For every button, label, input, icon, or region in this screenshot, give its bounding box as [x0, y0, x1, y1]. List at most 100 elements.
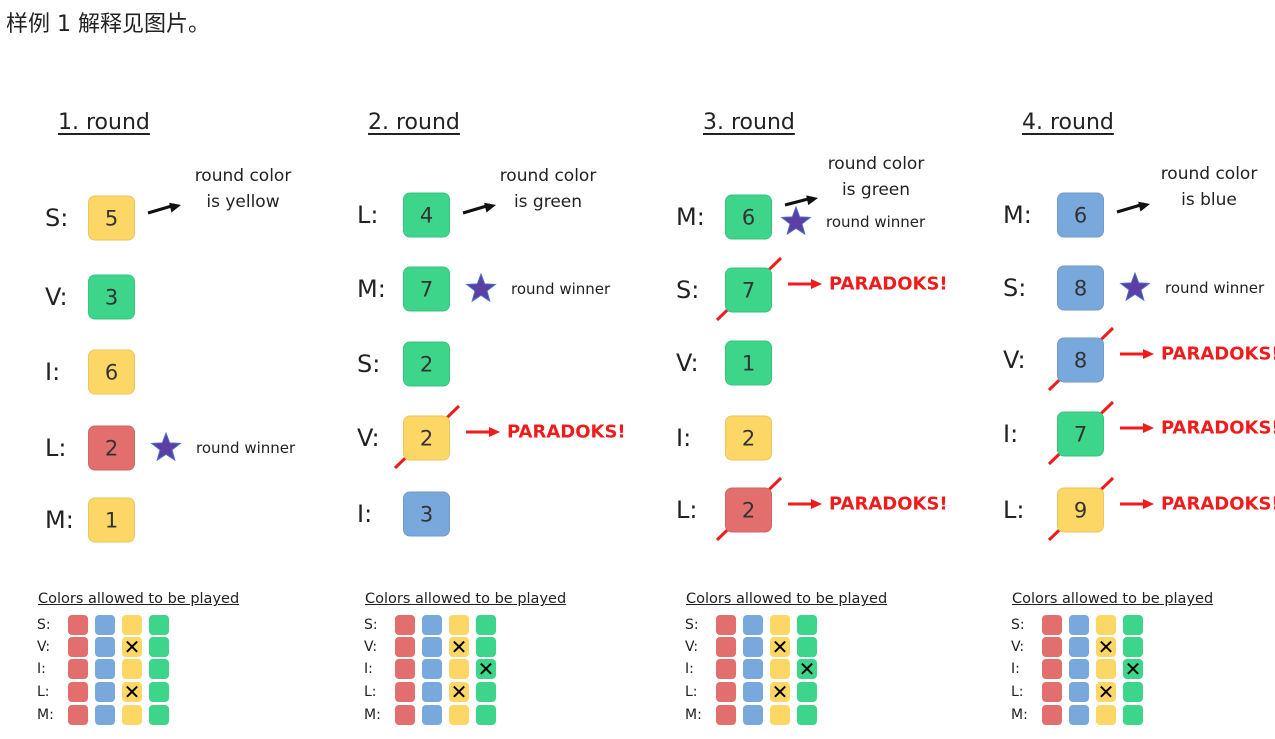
winner-label: round winner — [511, 280, 611, 298]
star-icon — [1119, 271, 1151, 302]
grid-row-label: M: — [685, 707, 702, 723]
card-blue: 8 — [1057, 265, 1104, 311]
player-label: M: — [45, 506, 74, 534]
grid-square-blue — [743, 615, 763, 635]
grid-square-blue — [95, 637, 115, 657]
grid-square-red — [68, 659, 88, 679]
paradox-arrow-head — [811, 499, 822, 509]
card-red: 2 — [725, 487, 772, 533]
grid-square-blue — [743, 705, 763, 725]
paradox-label: PARADOKS! — [1161, 493, 1275, 515]
grid-square-red — [68, 637, 88, 657]
round-color-line: round color — [194, 166, 292, 186]
grid-square-yellow — [1096, 659, 1116, 679]
card-yellow: 2 — [403, 415, 450, 461]
player-label: V: — [1003, 346, 1026, 374]
grid-square-yellow — [449, 659, 469, 679]
player-label: S: — [1003, 274, 1027, 302]
round-color-arrow — [784, 196, 813, 207]
player-label: S: — [357, 350, 381, 378]
grid-square-blue — [422, 682, 442, 702]
grid-square-blue — [743, 682, 763, 702]
card-green: 1 — [725, 340, 772, 386]
grid-square-green: ✕ — [1123, 657, 1143, 681]
grid-square-blue — [422, 659, 442, 679]
card-blue: 6 — [1057, 192, 1104, 238]
grid-square-blue — [1069, 615, 1089, 635]
grid-row-label: S: — [37, 617, 51, 633]
winner-label: round winner — [1165, 279, 1265, 297]
grid-row-label: L: — [37, 684, 50, 700]
round-color-arrow-head — [1138, 201, 1150, 212]
grid-title: Colors allowed to be played — [365, 591, 567, 607]
grid-row-label: S: — [364, 617, 378, 633]
star-icon — [780, 205, 812, 236]
grid-row-label: I: — [37, 661, 46, 677]
player-label: V: — [676, 349, 699, 377]
card-green: 4 — [403, 192, 450, 238]
player-label: M: — [1003, 201, 1032, 229]
paradox-arrow-head — [489, 427, 500, 437]
grid-square-yellow — [1096, 615, 1116, 635]
card-green: 7 — [1057, 411, 1104, 457]
grid-square-green — [797, 637, 817, 657]
card-yellow: 5 — [88, 195, 135, 241]
round-title: 1. round — [58, 110, 150, 135]
grid-square-yellow — [122, 705, 142, 725]
grid-square-green — [797, 682, 817, 702]
grid-square-green — [476, 615, 496, 635]
paradox-label: PARADOKS! — [1161, 417, 1275, 439]
grid-square-blue — [95, 615, 115, 635]
player-label: L: — [676, 496, 698, 524]
grid-square-blue — [95, 659, 115, 679]
grid-square-blue — [95, 682, 115, 702]
round-color-line: is green — [841, 180, 911, 200]
winner-label: round winner — [196, 439, 296, 457]
grid-square-green — [149, 615, 169, 635]
grid-square-green — [1123, 682, 1143, 702]
player-label: M: — [676, 203, 705, 231]
grid-square-red — [395, 705, 415, 725]
player-label: I: — [45, 358, 61, 386]
player-label: M: — [357, 275, 386, 303]
round-title: 4. round — [1022, 110, 1114, 135]
card-blue: 3 — [403, 491, 450, 537]
grid-square-blue — [743, 637, 763, 657]
grid-square-yellow: ✕ — [122, 680, 142, 704]
grid-square-green — [149, 659, 169, 679]
card-yellow: 9 — [1057, 487, 1104, 533]
round-color-line: round color — [1160, 164, 1258, 184]
round-color-line: is blue — [1181, 190, 1237, 210]
player-label: V: — [45, 283, 68, 311]
player-label: L: — [45, 434, 67, 462]
paradox-label: PARADOKS! — [829, 493, 948, 515]
round-color-arrow — [1116, 202, 1145, 214]
heading: 样例 1 解释见图片。 — [6, 12, 210, 37]
grid-row-label: V: — [364, 639, 378, 655]
grid-square-yellow: ✕ — [122, 635, 142, 659]
grid-square-yellow — [449, 615, 469, 635]
grid-title: Colors allowed to be played — [1012, 591, 1214, 607]
round-color-arrow-head — [484, 202, 496, 213]
grid-square-yellow — [770, 615, 790, 635]
grid-square-red — [716, 705, 736, 725]
grid-square-red — [716, 682, 736, 702]
grid-title: Colors allowed to be played — [686, 591, 888, 607]
card-green: 6 — [725, 194, 772, 240]
grid-row-label: M: — [1011, 707, 1028, 723]
paradox-label: PARADOKS! — [829, 273, 948, 295]
round-color-arrow — [462, 203, 491, 215]
grid-square-red — [395, 659, 415, 679]
player-label: L: — [357, 201, 379, 229]
star-icon — [150, 431, 182, 462]
round-title: 2. round — [368, 110, 460, 135]
grid-square-green — [149, 682, 169, 702]
card-yellow: 6 — [88, 349, 135, 395]
grid-square-green: ✕ — [476, 657, 496, 681]
grid-row-label: S: — [685, 617, 699, 633]
grid-row-label: M: — [364, 707, 381, 723]
grid-square-yellow — [449, 705, 469, 725]
player-label: S: — [676, 276, 700, 304]
grid-square-blue — [95, 705, 115, 725]
grid-row-label: L: — [685, 684, 698, 700]
